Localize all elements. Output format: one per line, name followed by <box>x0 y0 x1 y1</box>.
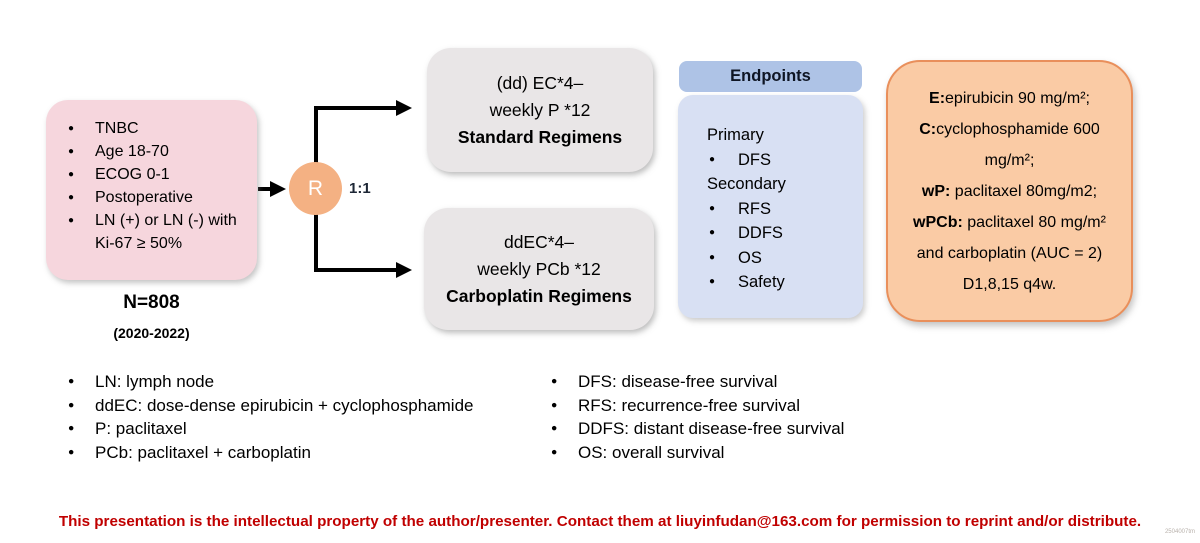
abbreviations-right-list: DFS: disease-free survivalRFS: recurrenc… <box>550 370 844 464</box>
randomization-symbol: R <box>307 176 324 200</box>
list-item: Age 18-70 <box>66 140 240 163</box>
dosing-line: mg/m²; <box>888 145 1131 176</box>
endpoint-item-os: OS <box>678 246 863 271</box>
dosing-abbrev: wP: <box>921 182 951 200</box>
list-item: LN (+) or LN (-) with Ki-67 ≥ 50% <box>66 209 240 255</box>
arm-standard-regimen-box: (dd) EC*4– weekly P *12 Standard Regimen… <box>427 48 653 172</box>
eligibility-list: TNBCAge 18-70ECOG 0-1PostoperativeLN (+)… <box>66 117 257 255</box>
dosing-line: wPCb: paclitaxel 80 mg/m² <box>888 207 1131 238</box>
arm-carboplatin-line1: ddEC*4– <box>503 231 575 252</box>
list-item: OS: overall survival <box>550 441 844 465</box>
randomization-ratio-label: 1:1 <box>349 180 371 197</box>
endpoints-header: Endpoints <box>679 61 862 92</box>
dosing-text: mg/m²; <box>984 151 1035 169</box>
list-item: TNBC <box>66 117 240 140</box>
copyright-notice: This presentation is the intellectual pr… <box>58 513 1142 530</box>
dosing-text: cyclophosphamide 600 <box>936 120 1100 138</box>
arm-carboplatin-regimen-box: ddEC*4– weekly PCb *12 Carboplatin Regim… <box>424 208 654 330</box>
list-item: ECOG 0-1 <box>66 163 240 186</box>
list-item: Postoperative <box>66 186 240 209</box>
arm-carboplatin-title: Carboplatin Regimens <box>446 285 632 306</box>
dosing-details-box: E:epirubicin 90 mg/m²; C:cyclophosphamid… <box>886 60 1133 322</box>
randomization-node: R <box>289 162 342 215</box>
arm-standard-line2: weekly P *12 <box>489 99 591 120</box>
dosing-text: and carboplatin (AUC = 2) <box>916 244 1103 262</box>
dosing-text: paclitaxel 80mg/m2; <box>950 182 1098 200</box>
endpoints-primary-label: Primary <box>707 126 764 144</box>
list-item: DDFS: distant disease-free survival <box>550 417 844 441</box>
list-item: LN: lymph node <box>67 370 473 394</box>
arm-standard-line1: (dd) EC*4– <box>496 72 584 93</box>
dosing-line: D1,8,15 q4w. <box>888 269 1131 300</box>
watermark-id: 2504007tm <box>1164 529 1195 535</box>
arm-carboplatin-line2: weekly PCb *12 <box>477 258 601 279</box>
endpoints-secondary-label: Secondary <box>707 175 786 193</box>
endpoint-item-dfs: DFS <box>678 148 863 173</box>
dosing-line: E:epirubicin 90 mg/m²; <box>888 83 1131 114</box>
dosing-text: paclitaxel 80 mg/m² <box>962 213 1106 231</box>
list-item: P: paclitaxel <box>67 417 473 441</box>
arrow-randomization-to-carboplatin-arm <box>314 189 412 278</box>
list-item: RFS: recurrence-free survival <box>550 394 844 418</box>
list-item: DFS: disease-free survival <box>550 370 844 394</box>
arm-standard-title: Standard Regimens <box>457 126 623 147</box>
dosing-line: C:cyclophosphamide 600 <box>888 114 1131 145</box>
enrollment-years-label: (2020-2022) <box>113 325 190 341</box>
sample-size-label: N=808 <box>123 292 180 313</box>
endpoint-item-ddfs: DDFS <box>678 221 863 246</box>
dosing-abbrev: C: <box>919 120 937 138</box>
dosing-abbrev: E: <box>929 89 946 107</box>
dosing-text: D1,8,15 q4w. <box>962 275 1057 293</box>
dosing-line: and carboplatin (AUC = 2) <box>888 238 1131 269</box>
dosing-abbrev: wPCb: <box>913 213 963 231</box>
endpoints-box: Primary DFS Secondary RFS DDFS OS Safety <box>678 95 863 318</box>
endpoint-item-safety: Safety <box>678 270 863 295</box>
eligibility-box: TNBCAge 18-70ECOG 0-1PostoperativeLN (+)… <box>46 100 257 280</box>
endpoint-item-rfs: RFS <box>678 197 863 222</box>
list-item: PCb: paclitaxel + carboplatin <box>67 441 473 465</box>
dosing-text: epirubicin 90 mg/m²; <box>945 89 1090 107</box>
list-item: ddEC: dose-dense epirubicin + cyclophosp… <box>67 394 473 418</box>
abbreviations-left-list: LN: lymph nodeddEC: dose-dense epirubici… <box>67 370 473 464</box>
dosing-line: wP: paclitaxel 80mg/m2; <box>888 176 1131 207</box>
